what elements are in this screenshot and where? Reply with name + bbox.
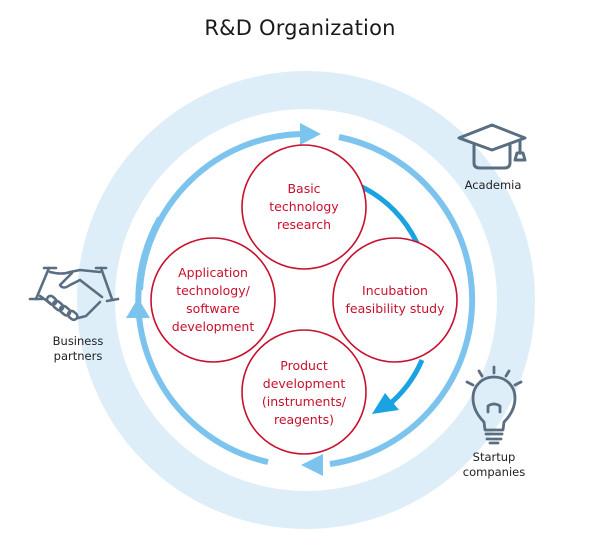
stage-label-line: (instruments/ <box>261 394 347 409</box>
stage-label-line: Incubation <box>362 283 428 298</box>
partner-label-startup: Startup companies <box>463 450 525 480</box>
stage-label-line: research <box>276 217 332 232</box>
cycle-arrowhead-bottom <box>301 454 323 476</box>
partner-label-line: Academia <box>464 178 522 192</box>
stage-label-line: development <box>171 319 255 334</box>
stage-label-line: software <box>186 301 240 316</box>
inner-arrowhead <box>372 393 399 414</box>
stage-label-line: reagents) <box>273 412 335 427</box>
stage-label-line: Basic <box>287 181 321 196</box>
stage-label-line: Application <box>178 265 248 280</box>
cycle-arrowhead-top <box>300 123 321 145</box>
stage-label-line: development <box>262 376 346 391</box>
stage-circle-incubation <box>332 237 458 363</box>
stage-circle-application <box>150 237 276 363</box>
stage-label-basic: Basic technology research <box>244 180 364 234</box>
partner-label-business: Business partners <box>53 334 104 364</box>
inner-arrow-upper <box>360 184 420 245</box>
stage-label-line: technology <box>269 199 339 214</box>
stage-circle-product <box>241 329 367 455</box>
stage-label-incubation: Incubation feasibility study <box>335 282 455 318</box>
diagram-title: R&D Organization <box>204 16 396 40</box>
partner-label-academia: Academia <box>465 178 522 193</box>
inner-arrow-lower <box>390 358 425 404</box>
lightbulb-icon <box>465 365 523 445</box>
stage-label-line: technology/ <box>176 283 250 298</box>
graduation-cap-icon <box>457 123 527 170</box>
stage-circle-basic <box>241 144 367 270</box>
outer-ring <box>77 71 535 529</box>
partner-label-line: Startup <box>472 450 516 464</box>
cycle-arrow-right <box>329 134 476 467</box>
cycle-arrowhead-left <box>126 298 150 318</box>
partner-label-line: partners <box>53 349 103 363</box>
partner-label-line: Business <box>52 334 104 348</box>
partner-label-line: companies <box>462 465 526 479</box>
stage-label-line: Product <box>280 358 328 373</box>
stage-label-line: feasibility study <box>345 301 445 316</box>
cycle-arrow-top-left <box>137 131 301 291</box>
stage-label-product: Product development (instruments/ reagen… <box>244 357 364 429</box>
handshake-icon <box>28 266 120 322</box>
stage-label-application: Application technology/ software develop… <box>153 264 273 336</box>
